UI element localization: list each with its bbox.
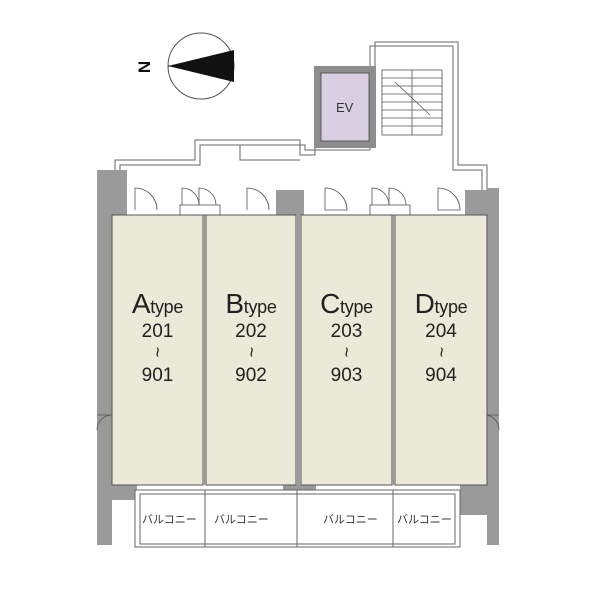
unit-letter: C bbox=[320, 288, 341, 319]
unit-label-d: Dtype 204 ~ 904 bbox=[395, 288, 487, 386]
unit-to: 901 bbox=[141, 365, 174, 386]
unit-suffix: type bbox=[434, 297, 468, 317]
unit-letter: D bbox=[414, 288, 435, 319]
unit-label-a: Atype 201 ~ 901 bbox=[112, 288, 203, 386]
unit-from: 204 bbox=[425, 321, 457, 342]
unit-suffix: type bbox=[340, 297, 373, 317]
balcony-strip bbox=[134, 489, 461, 548]
unit-from: 201 bbox=[141, 321, 174, 342]
elevator-label: EV bbox=[336, 100, 354, 115]
unit-range-mark: ~ bbox=[240, 346, 261, 358]
north-label: N bbox=[135, 60, 155, 74]
balcony-label-a: バルコニー bbox=[142, 513, 197, 526]
door-swings bbox=[96, 187, 500, 431]
unit-from: 202 bbox=[235, 321, 267, 342]
unit-to: 903 bbox=[330, 365, 363, 386]
units bbox=[111, 214, 488, 486]
unit-c bbox=[300, 214, 393, 486]
unit-range-mark: ~ bbox=[430, 346, 451, 358]
unit-label-b: Btype 202 ~ 902 bbox=[206, 288, 296, 386]
unit-a bbox=[111, 214, 204, 486]
unit-label-c: Ctype 203 ~ 903 bbox=[301, 288, 392, 386]
unit-range-mark: ~ bbox=[147, 346, 168, 358]
elevator bbox=[314, 66, 376, 148]
unit-b bbox=[205, 214, 297, 486]
balcony-label-b: バルコニー bbox=[214, 513, 269, 526]
balcony-label-d: バルコニー bbox=[397, 513, 452, 526]
unit-from: 203 bbox=[330, 321, 363, 342]
unit-suffix: type bbox=[150, 297, 184, 317]
unit-to: 904 bbox=[425, 365, 457, 386]
north-arrow-icon bbox=[167, 32, 235, 100]
unit-range-mark: ~ bbox=[336, 346, 357, 358]
balcony-label-c: バルコニー bbox=[323, 513, 378, 526]
unit-suffix: type bbox=[243, 297, 277, 317]
unit-to: 902 bbox=[235, 365, 267, 386]
unit-letter: B bbox=[225, 288, 244, 319]
staircase bbox=[381, 69, 443, 136]
unit-letter: A bbox=[131, 288, 151, 319]
